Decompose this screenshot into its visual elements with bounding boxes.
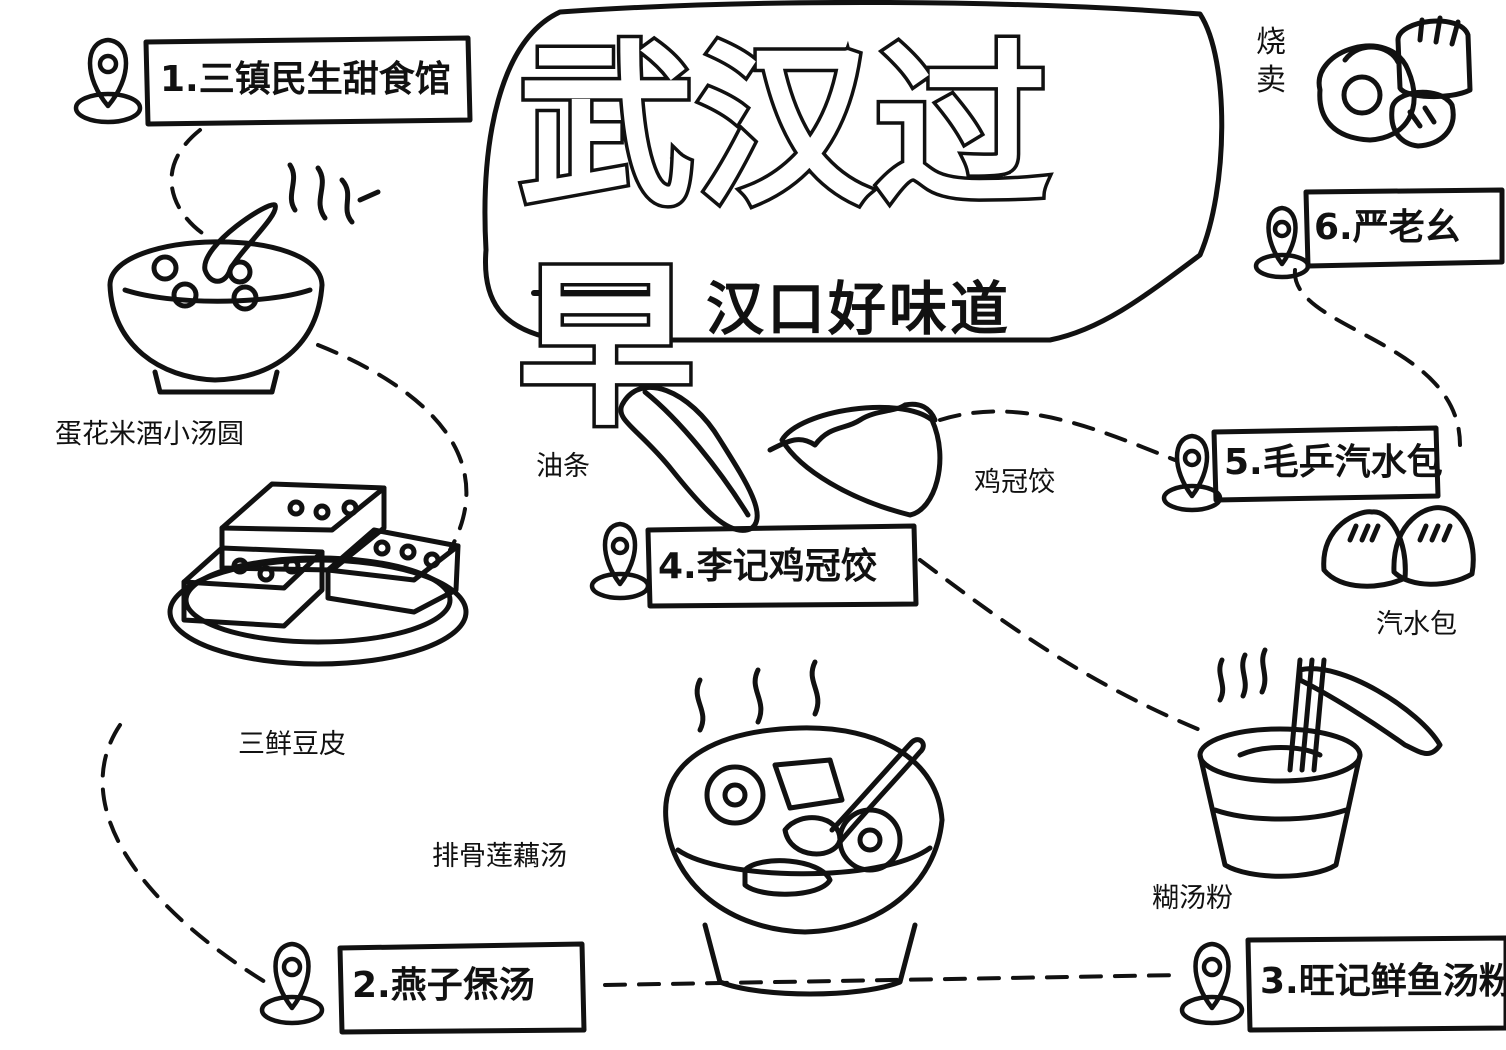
dish-label-jiguanjiao: 鸡冠饺	[974, 467, 1055, 498]
stop-label-1: 1.三镇民生甜食馆	[160, 59, 451, 100]
dish-label-qishuibao: 汽水包	[1376, 609, 1457, 640]
stop-label-5: 5.毛乒汽水包	[1224, 442, 1443, 483]
doupi-illustration	[167, 481, 469, 667]
dish-label-tangyuan: 蛋花米酒小汤圆	[55, 419, 244, 450]
stop-label-4: 4.李记鸡冠饺	[658, 546, 877, 587]
tangyuan-bowl-illustration	[107, 162, 381, 395]
qishuibao-illustration	[1321, 505, 1476, 589]
dish-label-hutangfen: 糊汤粉	[1152, 883, 1233, 914]
dish-label-shaomai: 烧卖	[1256, 25, 1286, 98]
shop-label-boxes	[143, 35, 1506, 1035]
stop-label-2: 2.燕子㷛汤	[352, 965, 535, 1006]
dish-label-youtiao: 油条	[536, 451, 590, 482]
dish-label-doupi: 三鲜豆皮	[238, 729, 346, 760]
title-bubble	[482, 0, 1225, 343]
dish-label-lianou: 排骨莲藕汤	[432, 841, 567, 872]
hutangfen-illustration	[1197, 647, 1443, 879]
page-title: 武汉过早	[515, 22, 1054, 454]
shaomai-illustration	[1316, 15, 1473, 149]
stop-label-3: 3.旺记鲜鱼汤粉	[1260, 961, 1506, 1002]
youtiao-illustration	[618, 385, 760, 533]
jiguanjiao-illustration	[767, 401, 943, 518]
page-subtitle: 汉口好味道	[706, 275, 1012, 343]
lianou-soup-illustration	[663, 659, 945, 997]
location-pin-icon	[73, 37, 1311, 1026]
stop-label-6: 6.严老幺	[1314, 207, 1461, 248]
dashed-route-path	[100, 128, 1462, 987]
